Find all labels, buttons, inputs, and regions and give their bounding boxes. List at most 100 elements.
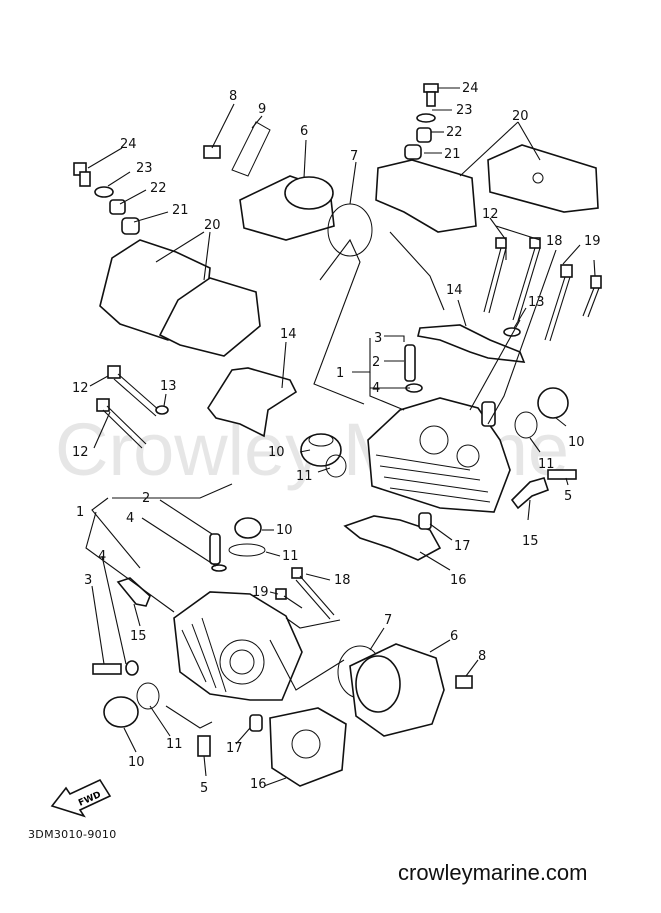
callout-11-lower: 11 xyxy=(282,549,299,564)
front-head-cover-group xyxy=(73,162,261,357)
front-rocker-bracket-part xyxy=(207,367,298,438)
rear-head-bolts xyxy=(483,237,602,342)
callout-20: 20 xyxy=(512,109,529,124)
callout-13-left: 13 xyxy=(160,379,177,394)
callout-1: 1 xyxy=(336,366,344,381)
callout-1-lower: 1 xyxy=(76,505,84,520)
callout-17-lower: 17 xyxy=(226,741,243,756)
oring-lower-left-part xyxy=(136,682,160,710)
callout-4-lower: 4 xyxy=(126,511,134,526)
plug-right-part xyxy=(537,387,569,419)
cam-sprocket-group xyxy=(203,121,373,257)
front-cylinder-head-part xyxy=(173,591,303,701)
callout-21-left: 21 xyxy=(172,203,189,218)
callout-10-lower-left: 10 xyxy=(128,755,145,770)
callout-20-left: 20 xyxy=(204,218,221,233)
callout-6: 6 xyxy=(300,124,308,139)
cam-sprocket-part xyxy=(284,176,334,210)
callout-14: 14 xyxy=(446,283,463,298)
cover-bolt-part xyxy=(423,83,439,107)
callout-16-lower: 16 xyxy=(250,777,267,792)
callout-22-left: 22 xyxy=(150,181,167,196)
callout-15-lower: 15 xyxy=(130,629,147,644)
stud-lower-part xyxy=(197,735,211,757)
callout-6-lower: 6 xyxy=(450,629,458,644)
forward-direction-arrow-icon: FWD xyxy=(50,778,112,818)
callout-10-center: 10 xyxy=(268,445,285,460)
callout-23: 23 xyxy=(456,103,473,118)
callout-12-left-lower: 12 xyxy=(72,445,89,460)
callout-19-lower: 19 xyxy=(252,585,269,600)
callout-5: 5 xyxy=(564,489,572,504)
cover-washer-part xyxy=(416,113,436,123)
site-link[interactable]: crowleymarine.com xyxy=(398,860,588,885)
callout-4: 4 xyxy=(372,381,380,396)
plug-center-part xyxy=(300,433,342,467)
spark-plug-left-part xyxy=(116,577,151,607)
callout-10-lower: 10 xyxy=(276,523,293,538)
stud-left-part xyxy=(92,663,122,675)
rear-cylinder-head-part xyxy=(367,344,511,513)
sprocket-bolt-part xyxy=(203,145,221,159)
callout-3-lower: 3 xyxy=(84,573,92,588)
callout-11-lower-left: 11 xyxy=(166,737,183,752)
callout-24-left: 24 xyxy=(120,137,137,152)
front-cover-grommet-part xyxy=(121,217,140,235)
callout-23-left: 23 xyxy=(136,161,153,176)
callout-4-lower-left: 4 xyxy=(98,549,106,564)
exhaust-gasket-right-part xyxy=(343,515,442,561)
plug-lower-center-part xyxy=(234,517,262,539)
callout-3: 3 xyxy=(374,331,382,346)
leader-lines xyxy=(85,87,596,787)
valve-guide-left-part xyxy=(209,533,221,565)
rocker-bracket-part xyxy=(417,324,526,363)
rear-head-cover-left-part xyxy=(375,159,477,233)
valve-clip-left-part xyxy=(211,564,227,572)
callout-8: 8 xyxy=(229,89,237,104)
diagram-code: 3DM3010-9010 xyxy=(28,828,117,841)
callout-15: 15 xyxy=(522,534,539,549)
spark-plug-right-part xyxy=(510,477,550,510)
callout-12: 12 xyxy=(482,207,499,222)
front-bracket-washer-part xyxy=(155,405,169,415)
cover-collar-part xyxy=(416,127,432,143)
callout-19: 19 xyxy=(584,234,601,249)
callout-5-lower: 5 xyxy=(200,781,208,796)
dowel-lower-part xyxy=(249,714,263,732)
valve-clip-lower-left-part xyxy=(125,660,139,676)
callout-14-left: 14 xyxy=(280,327,297,342)
callout-13: 13 xyxy=(528,295,545,310)
bracket-washer-part xyxy=(503,327,521,337)
cover-grommet-part xyxy=(404,144,422,160)
callout-21: 21 xyxy=(444,147,461,162)
chain-guide-part xyxy=(231,121,271,177)
callout-9: 9 xyxy=(258,102,266,117)
plug-lower-left-part xyxy=(103,696,139,728)
cam-oring-part xyxy=(327,203,373,257)
lower-cam-cover-part xyxy=(355,655,401,713)
callout-18: 18 xyxy=(546,234,563,249)
callout-7-lower: 7 xyxy=(384,613,392,628)
rear-head-cover-group xyxy=(375,83,599,233)
callout-11: 11 xyxy=(538,457,555,472)
lower-cam-bolt-part xyxy=(455,675,473,689)
oring-center-part xyxy=(325,454,347,478)
callout-2: 2 xyxy=(372,355,380,370)
callout-7: 7 xyxy=(350,149,358,164)
front-head-cover-right-part xyxy=(158,277,261,357)
callout-22: 22 xyxy=(446,125,463,140)
callout-12-left-upper: 12 xyxy=(72,381,89,396)
callout-24: 24 xyxy=(462,81,479,96)
callout-11-center: 11 xyxy=(296,469,313,484)
front-head-bolts xyxy=(96,365,161,449)
callout-2-lower: 2 xyxy=(142,491,150,506)
dowel-right-part xyxy=(418,512,432,530)
callout-16: 16 xyxy=(450,573,467,588)
exhaust-gasket-lower-part xyxy=(269,707,347,787)
front-cover-washer-part xyxy=(94,186,114,198)
stud-right-part xyxy=(547,469,577,480)
callout-18-lower: 18 xyxy=(334,573,351,588)
callout-8-lower: 8 xyxy=(478,649,486,664)
callout-17: 17 xyxy=(454,539,471,554)
